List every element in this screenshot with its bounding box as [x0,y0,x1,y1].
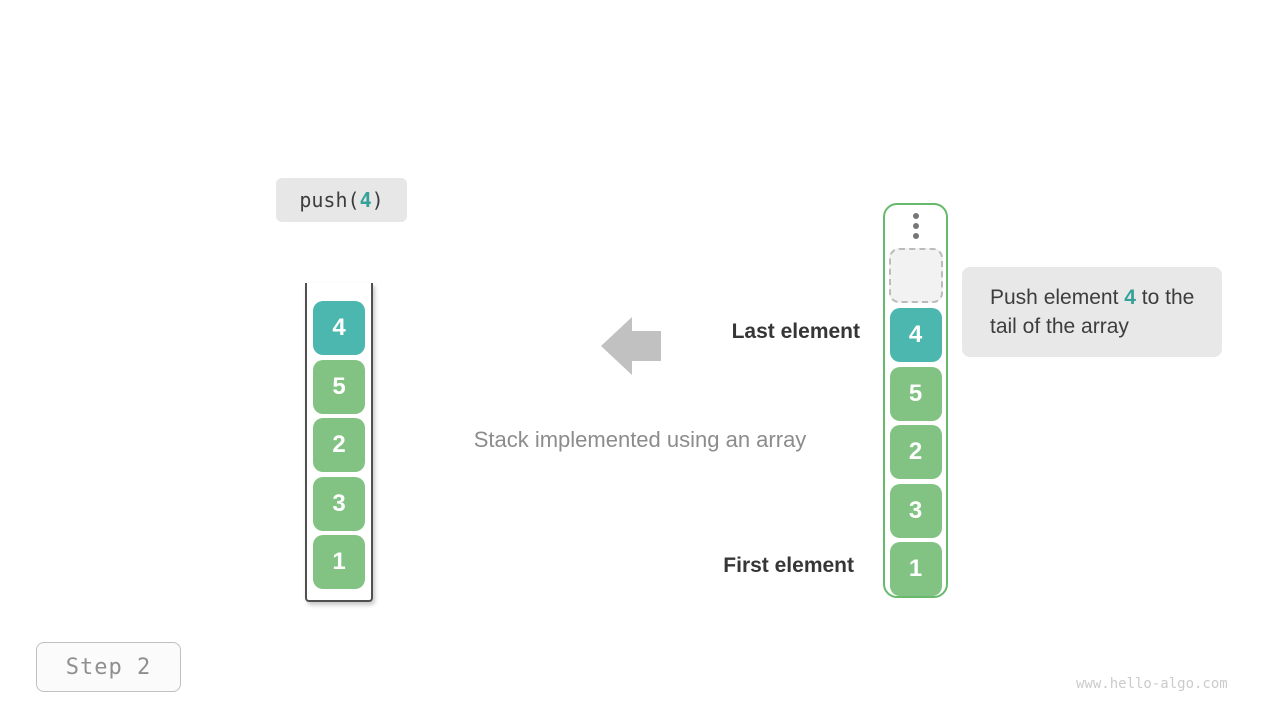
push-label-arg: 4 [359,188,372,212]
push-explanation-callout: Push element 4 to the tail of the array [962,267,1222,357]
callout-value: 4 [1124,286,1136,309]
stack-cell: 5 [313,359,365,414]
first-element-label: First element [723,554,854,577]
step-badge: Step 2 [36,642,181,692]
stack-cell: 4 [313,301,365,355]
left-arrow-icon [601,317,661,375]
callout-prefix: Push element [990,286,1125,309]
push-operation-label: push(4) [276,178,407,222]
stack-cell: 3 [313,476,365,531]
push-label-suffix: ) [371,188,384,212]
stack-cell: 3 [889,483,942,538]
stack-caption: Stack implemented using an array [473,427,807,452]
step-label: Step 2 [65,654,152,680]
watermark-url: www.hello-algo.com [1076,676,1228,692]
vertical-ellipsis-icon [912,213,919,239]
last-element-label: Last element [731,320,860,343]
stack-cell: 4 [889,308,942,362]
stack-cell: 5 [889,366,942,421]
callout-suffix: to the tail of the array [990,286,1195,338]
stack-cell: 2 [313,418,365,472]
empty-slot-cell [888,248,943,303]
stack-cell: 1 [313,535,365,589]
push-label-prefix: push( [299,188,360,212]
callout-text: Push element 4 to the tail of the array [990,283,1206,341]
stack-cell: 2 [889,425,942,479]
stack-cell: 1 [889,542,942,596]
